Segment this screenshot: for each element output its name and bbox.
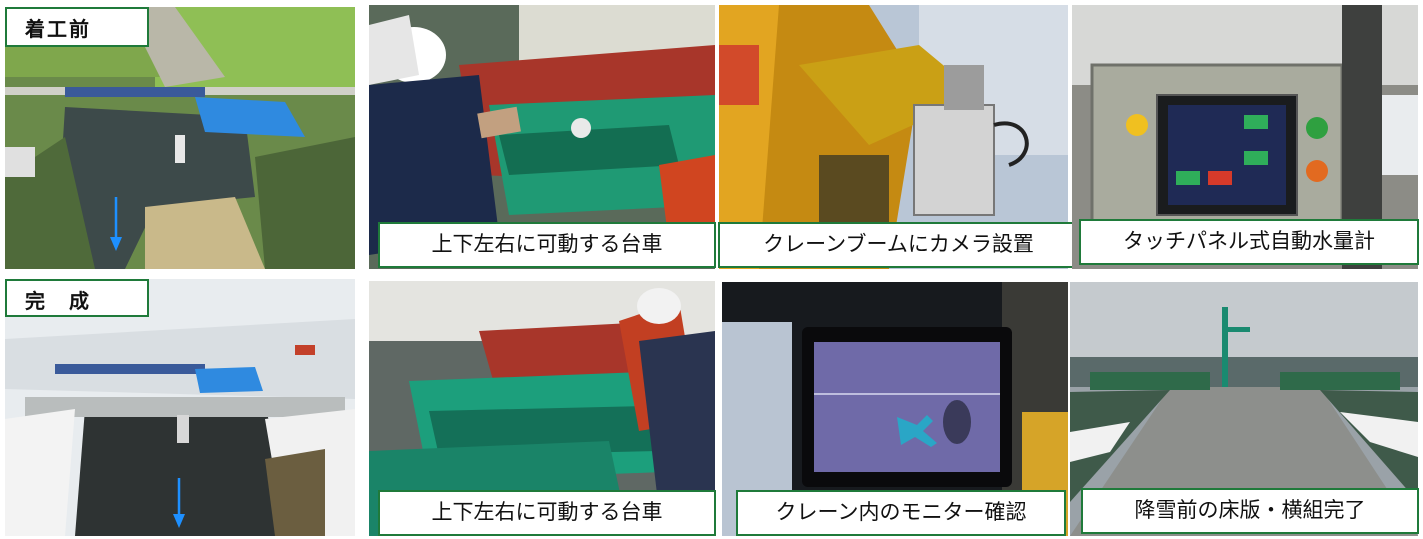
caption-water-meter: タッチパネル式自動水量計 bbox=[1079, 219, 1419, 265]
photo-worker-cart bbox=[369, 5, 715, 269]
caption-crane-camera: クレーンブームにカメラ設置 bbox=[718, 222, 1079, 268]
photo-before-aerial: 着工前 bbox=[5, 7, 355, 269]
caption-movable-cart-2: 上下左右に可動する台車 bbox=[378, 490, 716, 536]
before-label: 着工前 bbox=[5, 7, 149, 47]
flow-arrow-icon bbox=[173, 478, 185, 530]
caption-movable-cart-1: 上下左右に可動する台車 bbox=[378, 222, 716, 268]
photo-crane-camera bbox=[719, 5, 1068, 269]
caption-crane-monitor: クレーン内のモニター確認 bbox=[736, 490, 1066, 536]
complete-label: 完 成 bbox=[5, 279, 149, 317]
flow-arrow-icon bbox=[110, 197, 122, 252]
caption-bridge-deck: 降雪前の床版・横組完了 bbox=[1081, 488, 1419, 534]
